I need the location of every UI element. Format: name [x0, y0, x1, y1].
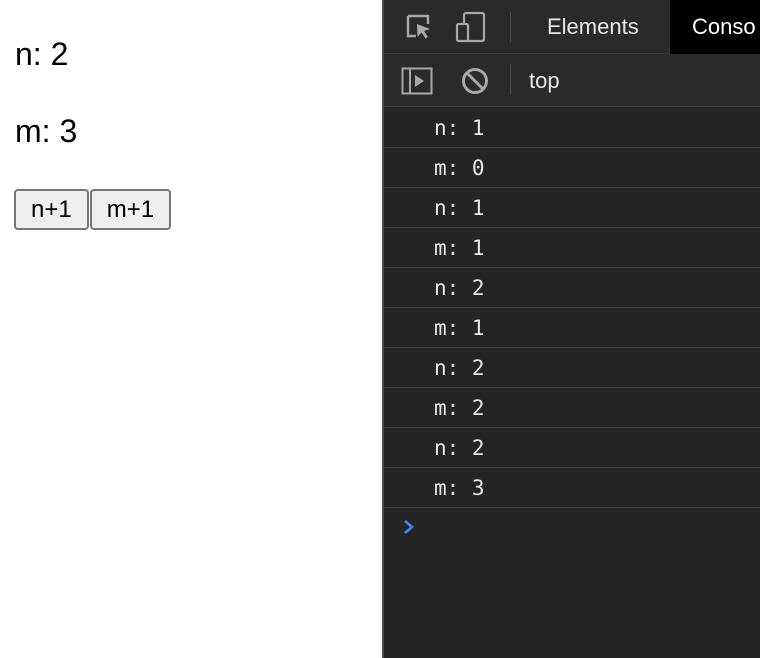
console-prompt[interactable] — [384, 508, 760, 548]
console-message: n: 2 — [384, 268, 760, 308]
console-message: n: 2 — [384, 428, 760, 468]
device-toolbar-icon[interactable] — [454, 0, 488, 54]
console-sidebar-icon[interactable] — [400, 54, 434, 107]
console-message: m: 1 — [384, 228, 760, 268]
toolbar-separator — [510, 64, 511, 94]
console-message: n: 1 — [384, 188, 760, 228]
toolbar-separator — [510, 12, 511, 42]
console-message: n: 2 — [384, 348, 760, 388]
console-message: m: 2 — [384, 388, 760, 428]
clear-console-icon[interactable] — [458, 54, 492, 107]
console-message: m: 3 — [384, 468, 760, 508]
devtools-tabbar: Elements Conso — [384, 0, 760, 54]
console-message: m: 0 — [384, 148, 760, 188]
m-plus-one-button[interactable]: m+1 — [89, 189, 172, 230]
inspect-element-icon[interactable] — [402, 0, 436, 54]
console-toolbar: top — [384, 54, 760, 107]
m-value-text: m: 3 — [15, 113, 78, 149]
tab-console[interactable]: Conso — [670, 0, 760, 54]
console-message: n: 1 — [384, 108, 760, 148]
prompt-chevron-icon — [402, 516, 416, 543]
button-row: n+1 m+1 — [14, 189, 172, 230]
context-selector[interactable]: top — [529, 68, 560, 93]
page-viewport: n: 2 m: 3 n+1 m+1 — [14, 36, 172, 230]
devtools-panel: Elements Conso top n: 1 m: 0 n: 1 m: 1 n… — [382, 0, 760, 658]
n-plus-one-button[interactable]: n+1 — [14, 189, 89, 230]
tab-elements[interactable]: Elements — [547, 14, 639, 39]
console-log: n: 1 m: 0 n: 1 m: 1 n: 2 m: 1 n: 2 m: 2 … — [384, 108, 760, 548]
n-value-text: n: 2 — [15, 36, 69, 72]
console-message: m: 1 — [384, 308, 760, 348]
